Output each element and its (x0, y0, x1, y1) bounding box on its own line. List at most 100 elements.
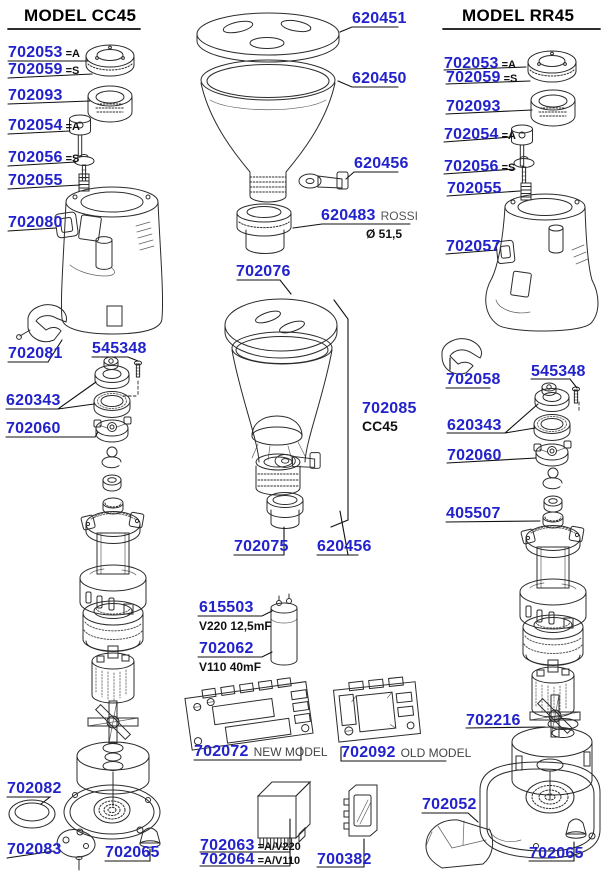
part-link-cc-702060[interactable]: 702060 (6, 420, 61, 437)
part-link-620483[interactable]: 620483 (321, 207, 376, 224)
part-label-620451: 620451 (352, 11, 407, 27)
part-link-cc-545348[interactable]: 545348 (92, 340, 147, 357)
part-link-rr-702057[interactable]: 702057 (446, 238, 501, 255)
part-label-cc-702080: 702080 (8, 215, 63, 231)
part-link-cc-702053[interactable]: 702053 (8, 44, 63, 61)
part-label-620450: 620450 (352, 71, 407, 87)
variant-suffix: =A (501, 130, 516, 142)
part-link-cc-702093[interactable]: 702093 (8, 87, 63, 104)
part-link-rr-702054[interactable]: 702054 (444, 126, 499, 143)
drawing-cc45-lower-housing (63, 741, 161, 840)
part-link-cc-702083[interactable]: 702083 (7, 841, 62, 858)
part-link-620456-top[interactable]: 620456 (354, 155, 409, 172)
part-link-620450[interactable]: 620450 (352, 70, 407, 87)
part-link-702072[interactable]: 702072 (194, 743, 249, 760)
part-link-615503[interactable]: 615503 (199, 599, 254, 616)
part-link-rr-702065[interactable]: 702065 (529, 845, 584, 862)
part-link-cc-702059[interactable]: 702059 (8, 61, 63, 78)
drawing-rr45-ring-nut (530, 89, 576, 127)
part-label-rr-702059: 702059=S (446, 70, 517, 86)
drawing-cc45-rubber-disc (8, 799, 56, 829)
drawing-rocker-switch (343, 784, 378, 837)
part-link-620451[interactable]: 620451 (352, 10, 407, 27)
drawing-cc45-spring (78, 173, 90, 192)
part-label-rr-702054: 702054=A (444, 127, 516, 143)
part-label-rr-702055: 702055 (447, 181, 502, 197)
part-link-cc-702081[interactable]: 702081 (8, 345, 63, 362)
part-link-rr-702055[interactable]: 702055 (447, 180, 502, 197)
drawing-pcb-old-model (332, 676, 422, 743)
drawing-rr45-scoop (425, 819, 494, 869)
voltage-note: V110 40mF (199, 660, 262, 674)
drawing-rr45-gasket (495, 239, 516, 264)
drawing-rr45-body (485, 193, 599, 332)
part-link-702063[interactable]: 702063 (200, 837, 255, 854)
part-link-cc-702080[interactable]: 702080 (8, 214, 63, 231)
part-link-rr-620343[interactable]: 620343 (447, 417, 502, 434)
part-link-cc-702065[interactable]: 702065 (105, 844, 160, 861)
variant-suffix: =S (503, 73, 518, 85)
variant-suffix: =S (65, 65, 80, 77)
part-link-cc-702054[interactable]: 702054 (8, 117, 63, 134)
part-link-702085[interactable]: 702085 (362, 400, 417, 417)
part-label-cc-545348: 545348 (92, 341, 147, 357)
part-link-702076[interactable]: 702076 (236, 263, 291, 280)
drawing-cc45-lower-cap (266, 492, 304, 529)
drawing-cc45-fan (87, 700, 139, 744)
part-label-cc-702081: 702081 (8, 346, 63, 362)
part-label-cc-702082: 702082 (7, 781, 62, 797)
part-link-700382[interactable]: 700382 (317, 851, 372, 868)
part-label-rr-702052: 702052 (422, 797, 477, 813)
part-label-702075: 702075 (234, 539, 289, 555)
drawing-cc45-ball-clip-bearing (101, 446, 122, 492)
part-link-620456-bottom[interactable]: 620456 (317, 538, 372, 555)
part-label-rr-702057: 702057 (446, 239, 501, 255)
variant-suffix: =A (65, 48, 80, 60)
part-link-702075[interactable]: 702075 (234, 538, 289, 555)
part-link-702062[interactable]: 702062 (199, 640, 254, 657)
part-link-rr-702058[interactable]: 702058 (446, 371, 501, 388)
part-link-rr-702093[interactable]: 702093 (446, 98, 501, 115)
drawing-rr45-adjuster (533, 440, 572, 467)
drawing-cc45-body (60, 186, 164, 335)
model-note: CC45 (362, 418, 398, 434)
part-label-rr-702216: 702216 (466, 713, 521, 729)
part-link-rr-702059[interactable]: 702059 (446, 69, 501, 86)
model-age-note: NEW MODEL (253, 745, 328, 759)
variant-suffix: =S (65, 153, 80, 165)
part-link-rr-702060[interactable]: 702060 (447, 447, 502, 464)
part-link-rr-405507[interactable]: 405507 (446, 505, 501, 522)
drawing-rr45-adjusting-ring (527, 50, 577, 83)
part-link-702064[interactable]: 702064 (200, 851, 255, 868)
part-label-rr-702053: 702053=A (444, 56, 516, 72)
part-link-rr-702052[interactable]: 702052 (422, 796, 477, 813)
part-label-rr-702093: 702093 (446, 99, 501, 115)
drawing-cc45-foot-plate (56, 829, 96, 871)
drawing-cc45-adjuster (93, 416, 132, 443)
part-link-cc-702055[interactable]: 702055 (8, 172, 63, 189)
drawing-cc45-gasket (54, 211, 79, 239)
variant-suffix: =A/V110 (257, 855, 301, 867)
variant-suffix: =A (65, 121, 80, 133)
part-link-rr-702216[interactable]: 702216 (466, 712, 521, 729)
part-link-rr-545348[interactable]: 545348 (531, 363, 586, 380)
part-label-620456-top: 620456 (354, 156, 409, 172)
part-link-cc-702082[interactable]: 702082 (7, 780, 62, 797)
drawing-hopper-key (298, 171, 349, 190)
part-link-rr-702053[interactable]: 702053 (444, 55, 499, 72)
drawing-cc45-bearing-rings (93, 365, 131, 418)
part-label-rr-702060: 702060 (447, 448, 502, 464)
part-link-cc-620343[interactable]: 620343 (6, 392, 61, 409)
part-label-cc-702059: 702059=S (8, 62, 79, 78)
part-link-cc-702056[interactable]: 702056 (8, 149, 63, 166)
part-label-cc-702053: 702053=A (8, 45, 80, 61)
part-link-rr-702056[interactable]: 702056 (444, 158, 499, 175)
part-label-rr-702056: 702056=S (444, 159, 515, 175)
part-link-702092[interactable]: 702092 (341, 744, 396, 761)
model-title-cc45: MODEL CC45 (24, 6, 137, 25)
part-label-700382: 700382 (317, 852, 372, 868)
